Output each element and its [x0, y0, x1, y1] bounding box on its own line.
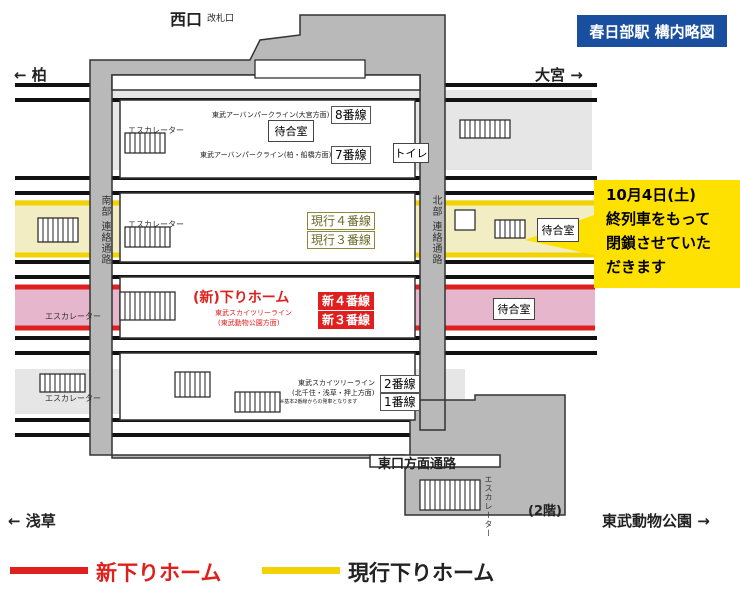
new-track4-tag: 新４番線 — [318, 292, 375, 310]
new-platform-title: (新)下りホーム — [193, 290, 290, 306]
concourse-structure — [89, 14, 566, 516]
track2-tag: 2番線 — [380, 375, 420, 393]
north-passage-label: 北部 連絡通路 — [430, 195, 441, 266]
closure-notice: 10月4日(土) 終列車をもって 閉鎖させていた だきます — [594, 180, 740, 288]
toilet: トイレ — [393, 143, 429, 163]
legend-new-line — [10, 567, 88, 574]
second-floor-label: (2階) — [528, 504, 562, 519]
concourse-hollows — [111, 74, 421, 421]
track7-tag: 7番線 — [331, 146, 371, 164]
new-platform-line: 東武スカイツリーライン — [215, 309, 292, 317]
current-track3-tag: 現行３番線 — [307, 231, 376, 249]
escalator-label-2: エスカレーター — [128, 220, 184, 229]
escalator-label-3: エスカレーター — [45, 312, 101, 321]
notice-line-1: 10月4日(土) — [606, 186, 697, 204]
ticket-gate-label: 改札口 — [207, 14, 235, 24]
current-track4-tag: 現行４番線 — [307, 212, 376, 230]
direction-asakusa: ← 浅草 — [8, 512, 56, 530]
line8-line-label: 東武アーバンパークライン(大宮方面) — [212, 111, 330, 119]
escalator-label-1: エスカレーター — [128, 126, 184, 135]
notice-line-2: 終列車をもって — [606, 210, 711, 228]
east-exit-frame — [369, 454, 501, 468]
waiting-room-new: 待合室 — [493, 298, 535, 320]
notice-line-3: 閉鎖させていた — [606, 234, 712, 252]
track1-tag: 1番線 — [380, 393, 420, 411]
waiting-room-east: 待合室 — [537, 218, 579, 242]
map-title: 春日部駅 構内略図 — [577, 15, 727, 47]
track8-tag: 8番線 — [331, 106, 371, 124]
new-platform-direction: (東武動物公園方面) — [218, 319, 280, 327]
line7-line-label: 東武アーバンパークライン(柏・船橋方面) — [200, 151, 332, 159]
west-exit-label: 西口 — [170, 10, 203, 29]
legend-new-label: 新下りホーム — [96, 561, 222, 585]
legend-current-label: 現行下りホーム — [348, 561, 495, 585]
new-track3-tag: 新３番線 — [318, 311, 375, 329]
east-passage-label: 東口方面通路 — [378, 457, 457, 472]
notice-line-4: だきます — [606, 258, 667, 276]
stair-treads — [42, 120, 521, 510]
skytree-direction-label: (北千住・浅草・押上方面) — [292, 389, 375, 397]
waiting-room-upper: 待合室 — [268, 120, 314, 142]
direction-tobu-dobutsu-koen: 東武動物公園 → — [602, 512, 710, 530]
skytree-line-label: 東武スカイツリーライン — [298, 379, 375, 387]
skytree-note: ※基本2番線からの発車となります — [280, 399, 358, 405]
escalator-label-east: エスカレーター — [484, 475, 493, 538]
direction-kashiwa: ← 柏 — [14, 66, 47, 84]
direction-omiya: 大宮 → — [535, 66, 583, 84]
legend-current-line — [262, 567, 340, 574]
escalator-label-4: エスカレーター — [45, 394, 101, 403]
south-passage-label: 南部 連絡通路 — [99, 195, 110, 266]
